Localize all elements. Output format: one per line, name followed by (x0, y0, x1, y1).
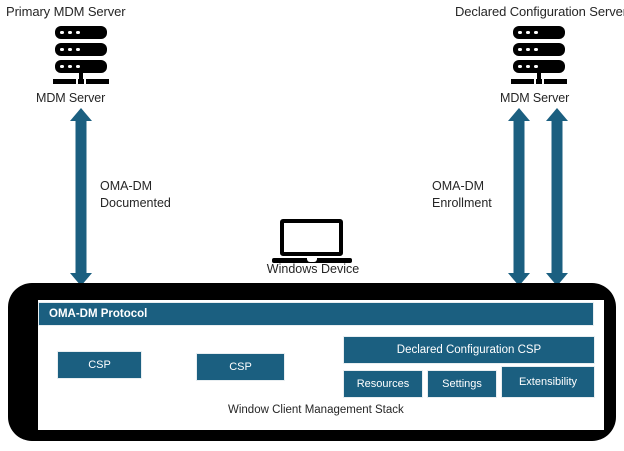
settings-box[interactable]: Settings (427, 370, 497, 398)
server-led (526, 47, 530, 52)
server-bar (55, 26, 107, 39)
server-led (60, 30, 64, 35)
server-led (60, 47, 64, 52)
laptop-screen (280, 219, 343, 256)
arrow-label-line-2: Enrollment (432, 196, 492, 210)
arrow-label-line-1: OMA-DM (432, 179, 485, 193)
server-led (76, 30, 80, 35)
server-led (68, 30, 72, 35)
arrow-label-line-1: OMA-DM (100, 179, 153, 193)
extensibility-box[interactable]: Extensibility (501, 366, 595, 398)
server-icon (51, 26, 111, 88)
server-led (526, 64, 530, 69)
server-led (68, 47, 72, 52)
resources-box[interactable]: Resources (343, 370, 423, 398)
csp-box-2[interactable]: CSP (196, 353, 285, 381)
server-base (536, 79, 542, 84)
server-icon (509, 26, 569, 88)
server-led (534, 64, 538, 69)
server-base (86, 79, 109, 84)
server-bar (55, 60, 107, 73)
server-bar (513, 26, 565, 39)
oma-dm-documented-label: OMA-DM Documented (100, 178, 210, 212)
declared-configuration-csp-box[interactable]: Declared Configuration CSP (343, 336, 595, 364)
laptop-icon (272, 219, 352, 265)
server-stem (79, 72, 83, 79)
server-led (518, 64, 522, 69)
server-base (511, 79, 534, 84)
double-headed-arrow-icon (507, 108, 531, 286)
arrow-label-line-2: Documented (100, 196, 171, 210)
primary-mdm-server-title: Primary MDM Server (6, 4, 126, 19)
server-led (518, 47, 522, 52)
laptop-notch (307, 258, 317, 262)
csp-box-1[interactable]: CSP (57, 351, 142, 379)
windows-device-label: Windows Device (266, 262, 360, 276)
window-client-management-stack-label: Window Client Management Stack (228, 404, 404, 416)
oma-dm-protocol-bar[interactable]: OMA-DM Protocol (38, 302, 594, 326)
server-led (526, 30, 530, 35)
server-led (76, 47, 80, 52)
server-bar (55, 43, 107, 56)
declared-configuration-server-title: Declared Configuration Server (455, 4, 624, 19)
server-base (544, 79, 567, 84)
server-base (53, 79, 76, 84)
server-led (534, 30, 538, 35)
server-stem (537, 72, 541, 79)
server-base (78, 79, 84, 84)
mdm-server-label-left: MDM Server (36, 91, 106, 105)
double-headed-arrow-icon (69, 108, 93, 286)
double-headed-arrow-icon (545, 108, 569, 286)
server-bar (513, 60, 565, 73)
server-led (60, 64, 64, 69)
server-led (76, 64, 80, 69)
mdm-server-label-right: MDM Server (500, 91, 570, 105)
server-bar (513, 43, 565, 56)
server-led (68, 64, 72, 69)
server-led (534, 47, 538, 52)
server-led (518, 30, 522, 35)
oma-dm-enrollment-label: OMA-DM Enrollment (432, 178, 542, 212)
